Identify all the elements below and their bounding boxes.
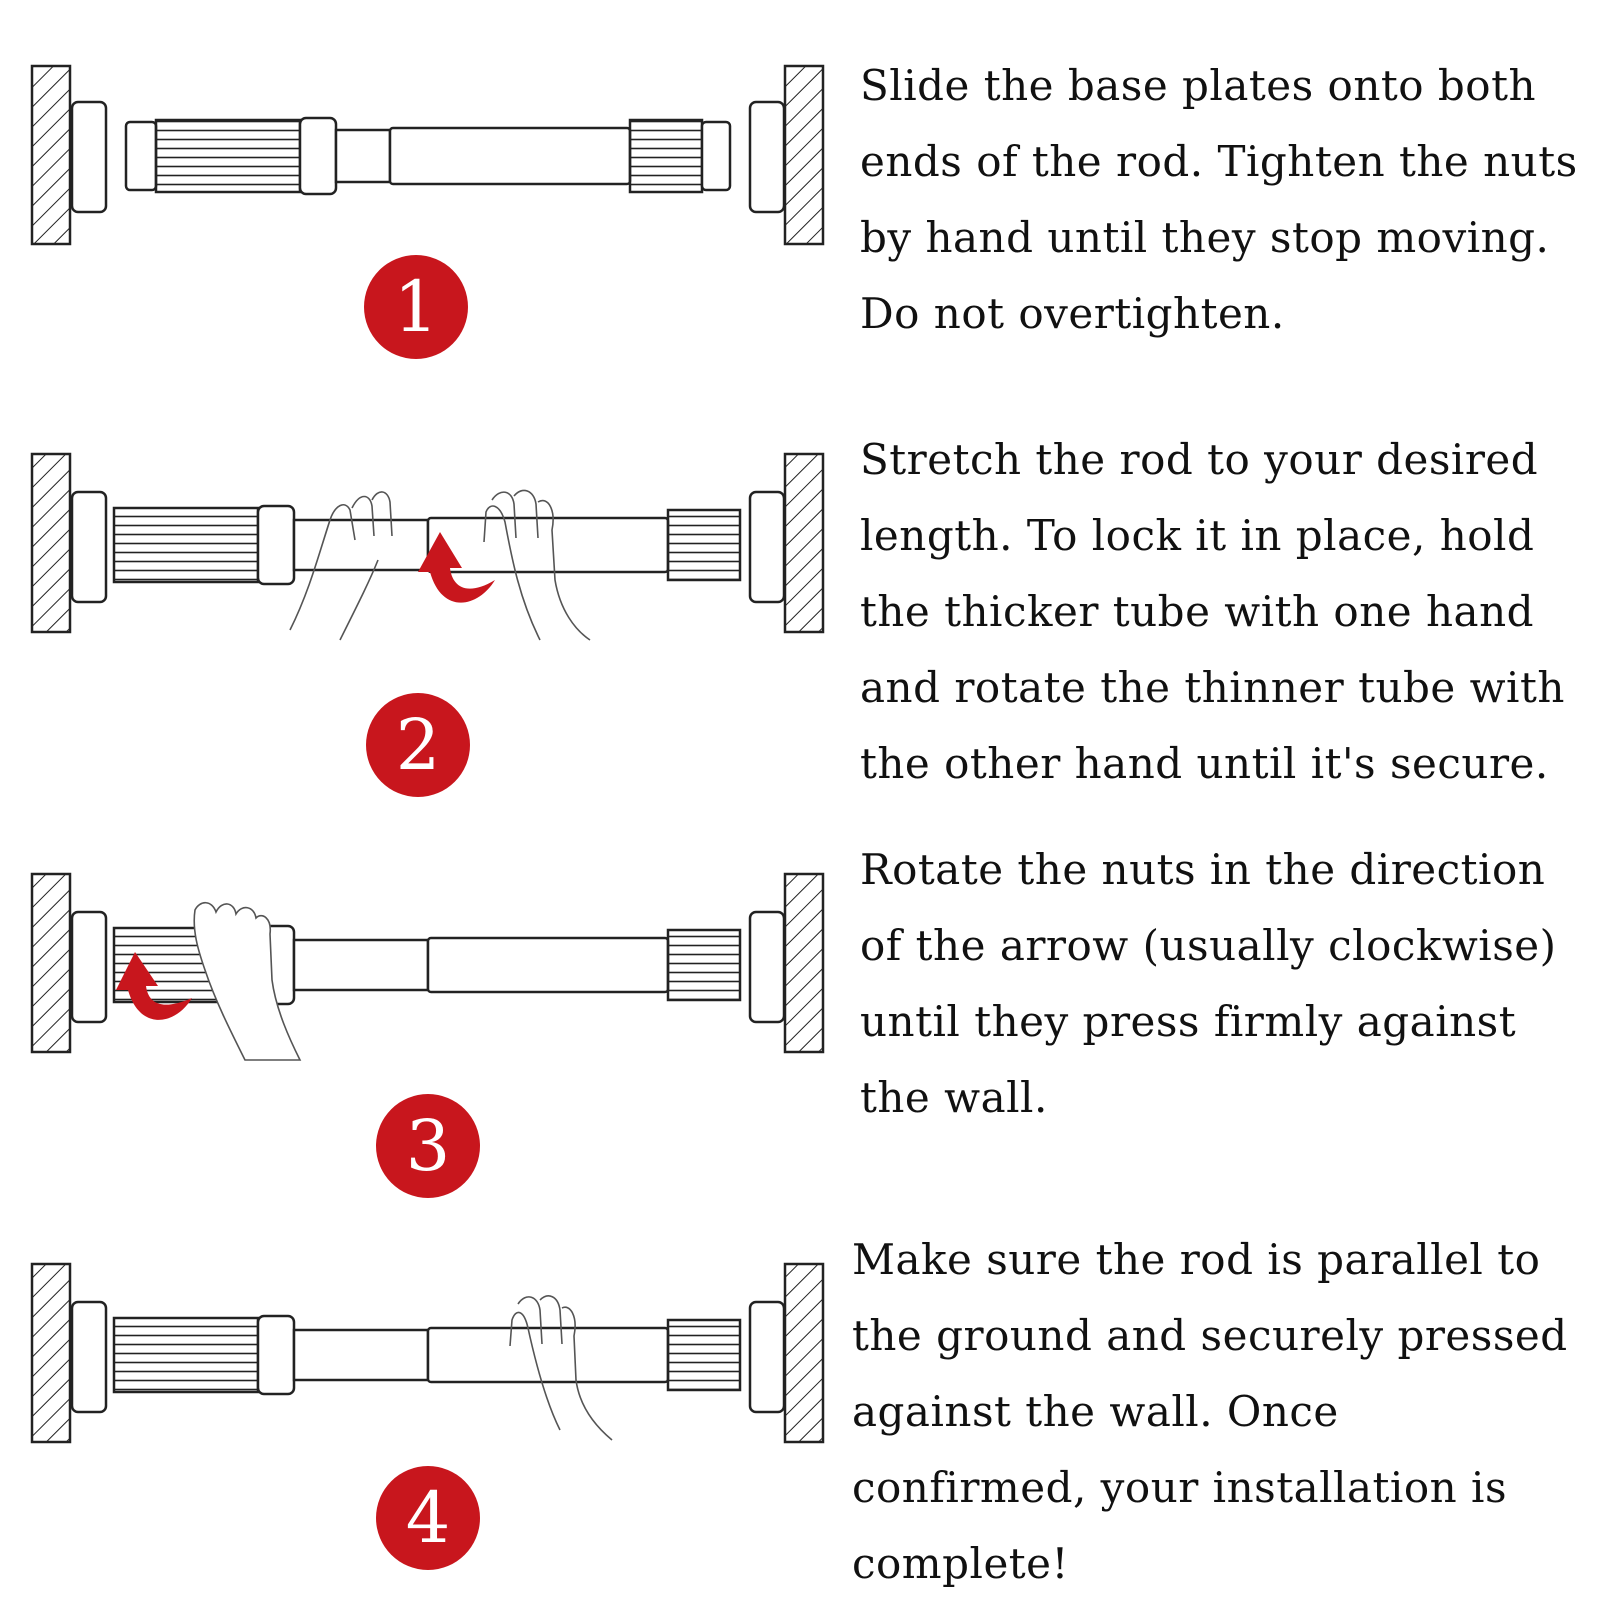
step-3: 3 Rotate the nuts in the direction of th… <box>0 845 1600 1220</box>
tension-rod-stretch-hands-icon <box>30 452 825 641</box>
step-4: 4 Make sure the rod is parallel to the g… <box>0 1235 1600 1600</box>
step-instruction: Rotate the nuts in the direction of the … <box>860 845 1557 1122</box>
tension-rod-rotate-nut-icon <box>30 872 825 1061</box>
step-instruction: Stretch the rod to your desired length. … <box>860 435 1565 788</box>
step-number-badge: 3 <box>376 1094 480 1198</box>
step-number-badge: 2 <box>366 693 470 797</box>
step-instruction: Slide the base plates onto both ends of … <box>860 61 1578 338</box>
step-number-badge: 1 <box>364 255 468 359</box>
step-1: 1 Slide the base plates onto both ends o… <box>0 0 1600 380</box>
step-instruction: Make sure the rod is parallel to the gro… <box>852 1235 1568 1588</box>
tension-rod-assembly-icon <box>30 64 825 246</box>
step-number-badge: 4 <box>376 1466 480 1570</box>
step-2: 2 Stretch the rod to your desired length… <box>0 435 1600 820</box>
tension-rod-installed-icon <box>30 1262 825 1444</box>
